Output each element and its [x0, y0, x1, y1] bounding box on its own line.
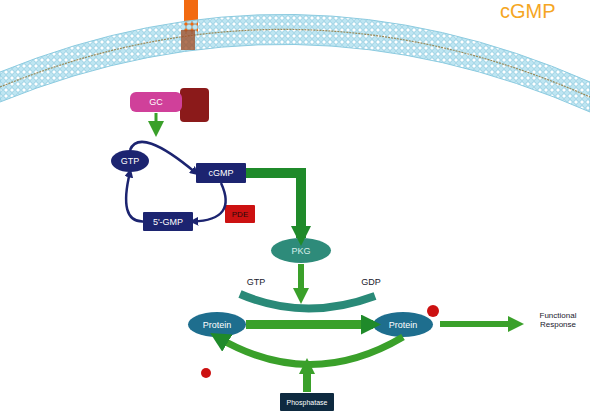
- node-text: GC: [149, 97, 163, 107]
- molecule-label: GDP: [356, 277, 386, 287]
- enzyme-box: Phosphatase: [280, 393, 334, 411]
- pathway-arrow: [126, 172, 143, 222]
- node-text: 5'-GMP: [153, 217, 183, 227]
- pathway-arrow: [246, 320, 373, 329]
- receptor-transmembrane: [181, 30, 195, 50]
- receptor-body: [180, 88, 209, 122]
- pathway-arrow: [217, 337, 403, 365]
- protein-ellipse: Protein: [373, 312, 433, 337]
- node-text: cGMP: [208, 168, 233, 178]
- enzyme-box: GC: [130, 92, 182, 112]
- node-text: GTP: [121, 156, 140, 166]
- activation-arrow: [155, 113, 158, 129]
- pathway-arrow: [193, 183, 226, 222]
- phosphate-dot: [427, 305, 439, 317]
- response-arrow: [440, 321, 516, 327]
- node-text: Phosphatase: [287, 399, 328, 406]
- diagram-title: cGMP: [500, 0, 556, 23]
- node-text: Protein: [203, 320, 232, 330]
- enzyme-box: PDE: [225, 205, 255, 223]
- molecule-box: cGMP: [196, 163, 246, 183]
- cell-membrane: [0, 14, 590, 112]
- molecule-label: GTP: [241, 277, 271, 287]
- gtp-gdp-arc: [240, 294, 375, 309]
- phosphatase-arrow: [303, 366, 311, 392]
- membrane-midline: [0, 29, 590, 97]
- molecule-ellipse: GTP: [111, 150, 149, 172]
- protein-ellipse: Protein: [188, 312, 246, 337]
- node-text: PDE: [232, 210, 248, 219]
- phosphate-dot: [201, 368, 211, 378]
- response-label: Functional Response: [527, 311, 589, 329]
- molecule-box: 5'-GMP: [143, 212, 193, 231]
- kinase-ellipse: PKG: [271, 238, 331, 263]
- node-text: PKG: [291, 246, 310, 256]
- node-text: Protein: [389, 320, 418, 330]
- activation-arrow: [298, 264, 304, 296]
